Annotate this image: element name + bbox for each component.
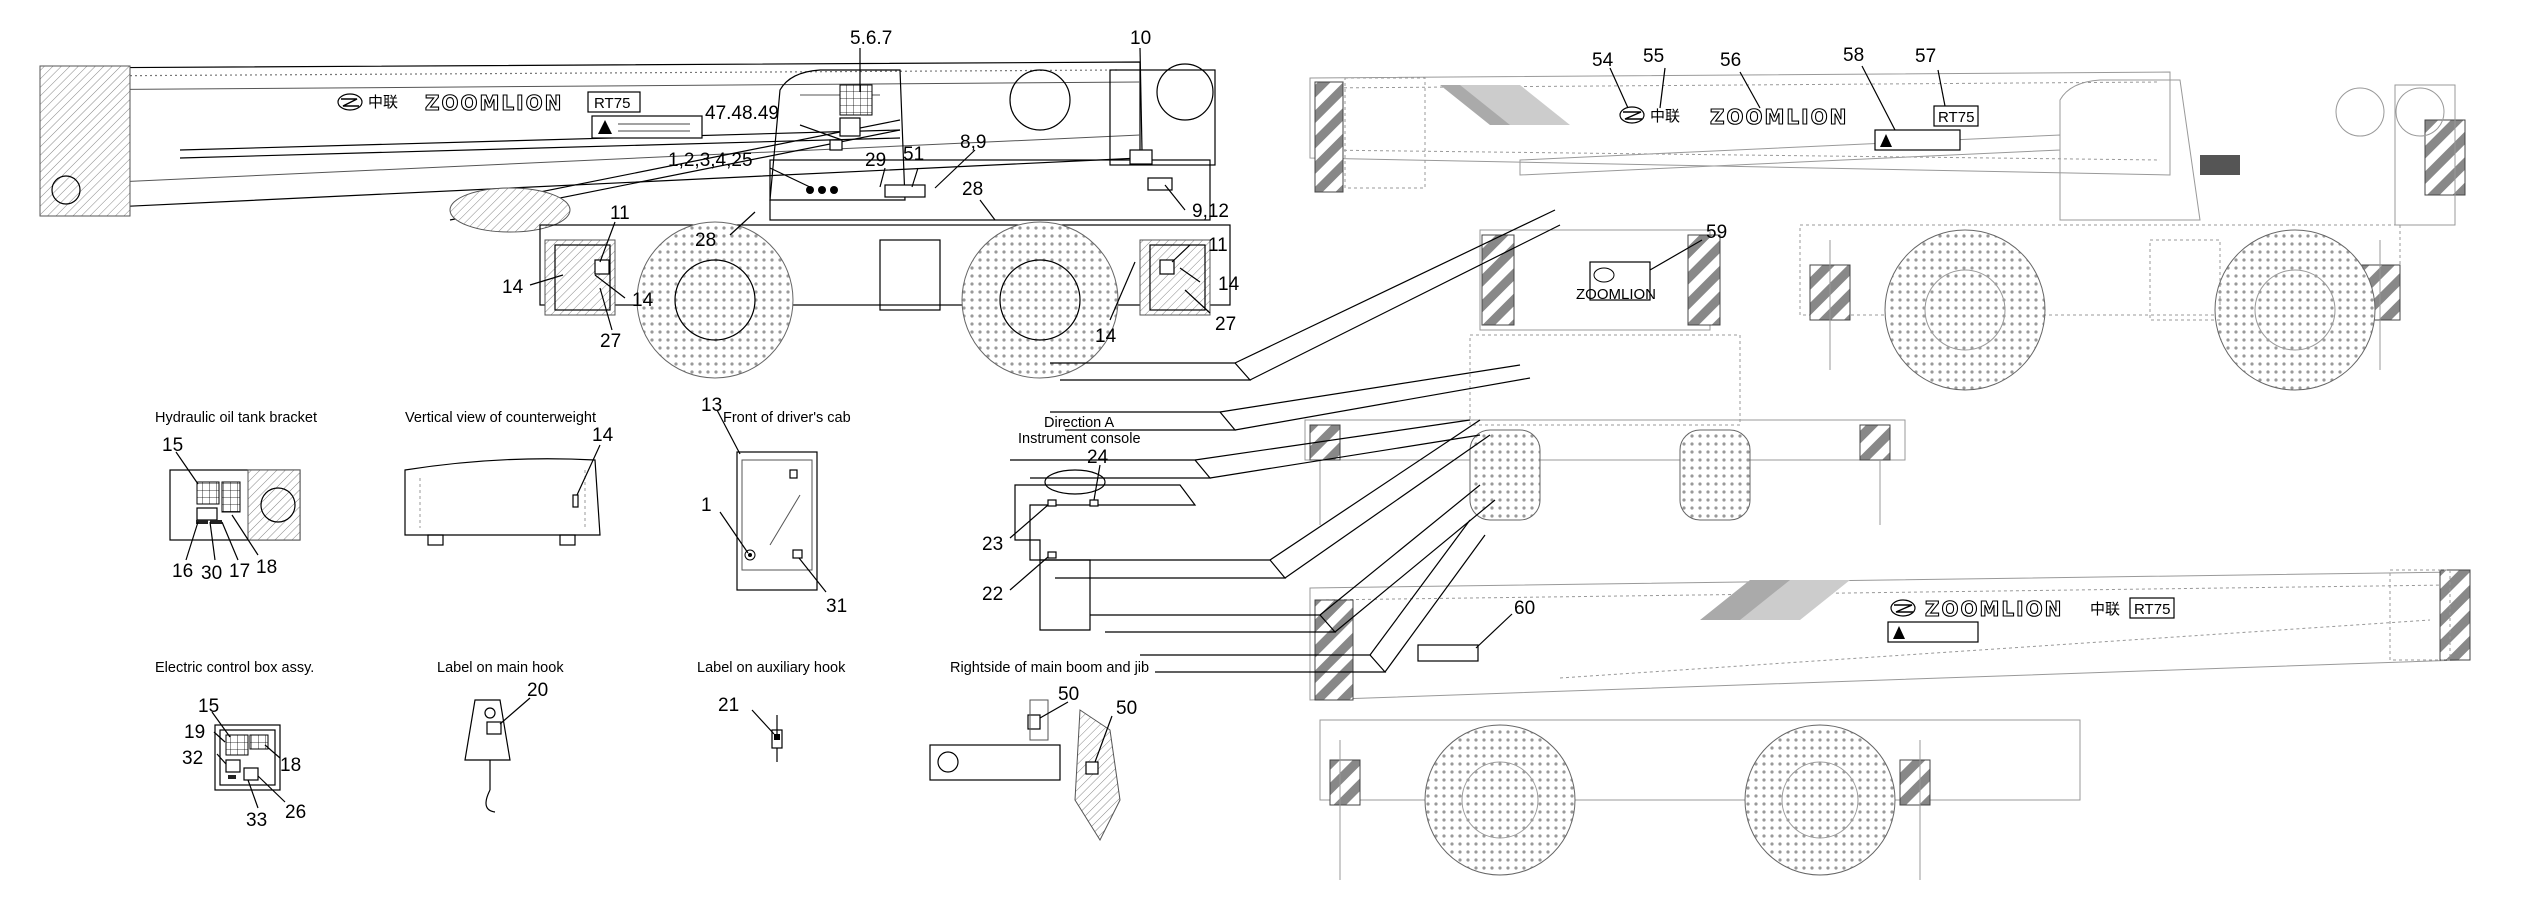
model-badge: RT75	[1938, 109, 1974, 126]
callout: 18	[256, 557, 277, 578]
callout: 14	[1095, 326, 1117, 347]
callout: 31	[826, 596, 847, 617]
operator-cab	[769, 69, 906, 201]
detail-main-hook: Label on main hook 20	[437, 660, 564, 813]
detail-title: Hydraulic oil tank bracket	[155, 410, 317, 426]
callout: 11	[1208, 235, 1228, 256]
detail-cab-front: Front of driver's cab 13 1 31	[701, 395, 851, 617]
callout: 30	[201, 563, 222, 584]
callout: 28	[962, 179, 983, 200]
callout: 26	[285, 802, 306, 823]
callout: 9,12	[1192, 201, 1229, 222]
callout: 17	[229, 561, 250, 582]
detail-title: Label on main hook	[437, 660, 564, 676]
callout: 50	[1116, 698, 1137, 719]
callout: 22	[982, 584, 1003, 605]
callout: 10	[1130, 28, 1151, 49]
detail-aux-hook: Label on auxiliary hook 21	[697, 660, 846, 762]
boom-head	[39, 65, 131, 217]
detail-title: Vertical view of counterweight	[405, 410, 596, 426]
callout: 32	[182, 748, 203, 769]
zoomlion-emblem-icon	[1619, 106, 1645, 124]
detail-title: Rightside of main boom and jib	[950, 660, 1149, 676]
projection-lines	[1010, 209, 1561, 673]
callout: 14	[632, 290, 654, 311]
detail-title: Front of driver's cab	[723, 410, 851, 426]
zoomlion-emblem-icon	[1890, 599, 1916, 617]
callout: 14	[1218, 274, 1240, 295]
boom-foot-pulley	[1009, 69, 1071, 131]
rear-view: ZOOMLION 59	[1304, 222, 1906, 525]
callout: 33	[246, 810, 267, 831]
callout: 13	[701, 395, 722, 416]
callout: 59	[1706, 222, 1727, 243]
detail-title: Direction A	[1044, 415, 1114, 431]
callout: 16	[172, 561, 193, 582]
cn-logo: 中联	[1650, 107, 1680, 125]
cn-logo: 中联	[368, 93, 398, 111]
callout: 11	[610, 203, 630, 224]
callout: 5.6.7	[850, 28, 892, 49]
hook-block	[449, 187, 571, 233]
callout: 28	[695, 230, 716, 251]
callout: 29	[865, 150, 886, 171]
cn-logo: 中联	[2090, 600, 2120, 618]
turntable	[769, 159, 1211, 221]
left-side-view: 中联 ZOOMLION RT75	[39, 28, 1240, 379]
callout: 19	[184, 722, 205, 743]
callout: 27	[600, 331, 621, 352]
brand-logo: ZOOMLION	[425, 91, 563, 115]
callout: 8,9	[960, 132, 986, 153]
detail-boom-jib: Rightside of main boom and jib 50 50	[929, 660, 1149, 842]
warning-triangle-icon	[1880, 134, 1892, 147]
rear-logo: ZOOMLION	[1576, 286, 1656, 303]
callout: 24	[1087, 447, 1109, 468]
detail-counterweight: Vertical view of counterweight 14	[404, 410, 614, 546]
callout: 54	[1592, 50, 1614, 71]
callout: 23	[982, 534, 1003, 555]
callout: 20	[527, 680, 548, 701]
callout: 27	[1215, 314, 1236, 335]
callout: 60	[1514, 598, 1535, 619]
warning-triangle-icon	[598, 120, 612, 134]
top-view: ZOOMLION 中联 RT75 60	[1309, 569, 2471, 880]
callout: 1	[701, 495, 712, 516]
callout: 57	[1915, 46, 1936, 67]
callout: 58	[1843, 45, 1864, 66]
callout: 14	[592, 425, 614, 446]
callout: 50	[1058, 684, 1079, 705]
callout: 15	[162, 435, 183, 456]
callout: 21	[718, 695, 739, 716]
callout: 18	[280, 755, 301, 776]
right-side-view: 中联 ZOOMLION RT75 54 55 56 58 57	[1309, 45, 2466, 391]
rear-wheel	[961, 221, 1119, 379]
detail-control-box: Electric control box assy. 15 19 32 18 3…	[155, 660, 314, 831]
warning-stripes	[1314, 81, 1344, 193]
callout: 14	[502, 277, 524, 298]
front-wheel	[636, 221, 794, 379]
detail-hydraulic-tank: Hydraulic oil tank bracket 15 16 30 17 1…	[155, 410, 317, 584]
left-view-leaders	[529, 47, 1211, 331]
carrier-frame	[539, 224, 1231, 306]
callout: 15	[198, 696, 219, 717]
brand-logo: ZOOMLION	[1925, 597, 2063, 621]
callout: 1,2,3,4,25	[668, 150, 753, 171]
boom-decal: 中联 ZOOMLION RT75	[337, 90, 703, 139]
callout: 51	[903, 144, 924, 165]
callout: 56	[1720, 50, 1741, 71]
callout: 55	[1643, 46, 1664, 67]
detail-instrument-console: Direction A Instrument console 24 23 22	[982, 415, 1197, 631]
detail-title: Label on auxiliary hook	[697, 660, 846, 676]
callout: 47.48.49	[705, 103, 779, 124]
left-view-callouts: 5.6.7 10 47.48.49 1,2,3,4,25 8,9 29 51 2…	[502, 28, 1240, 352]
brand-logo: ZOOMLION	[1710, 105, 1848, 129]
model-badge: RT75	[2134, 601, 2170, 618]
detail-title: Instrument console	[1018, 431, 1141, 447]
model-badge: RT75	[594, 95, 630, 112]
detail-title: Electric control box assy.	[155, 660, 314, 676]
